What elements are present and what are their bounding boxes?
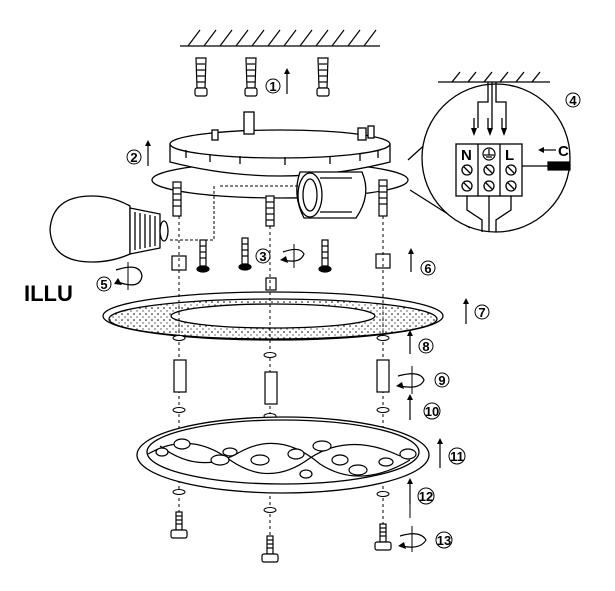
ceiling: [180, 29, 380, 47]
step-13-label: 13: [437, 533, 451, 548]
plate-decoration: [147, 438, 417, 479]
terminal-neutral-label: N: [461, 147, 472, 164]
earth-ground-icon: [482, 147, 496, 161]
step-7: 7: [463, 298, 490, 324]
step-1: 1: [265, 68, 290, 94]
washers: [172, 335, 390, 513]
clamp-letter: C: [558, 143, 569, 160]
ceiling-hatching: [187, 29, 377, 47]
step-12-label: 12: [419, 489, 433, 504]
step-12: 12: [407, 478, 435, 518]
screw: [238, 237, 252, 271]
step-10: 10: [407, 394, 441, 420]
step-7-label: 7: [478, 305, 485, 320]
step-6-label: 6: [424, 261, 431, 276]
finial-screw: [374, 523, 392, 551]
finial-screw: [261, 535, 279, 563]
step-4: 4: [565, 92, 581, 108]
screwdriver: [522, 161, 571, 171]
clamp-callout: C: [538, 143, 569, 160]
terminal-live-label: L: [505, 147, 514, 164]
wall-plug: [316, 57, 330, 97]
step-1-label: 1: [269, 79, 276, 94]
step-3-label: 3: [259, 249, 266, 264]
light-bulb: [49, 195, 169, 263]
brand-label: ILLU: [24, 281, 73, 306]
step-9-label: 9: [438, 373, 445, 388]
wire-arrows: [471, 128, 507, 136]
step-5: 5: [96, 262, 143, 292]
step-4-label: 4: [569, 93, 577, 108]
diffuser-ring: [102, 291, 444, 341]
step-13: 13: [398, 526, 453, 552]
step-11-label: 11: [450, 449, 464, 464]
screw: [196, 239, 210, 273]
wall-plugs: [194, 57, 330, 97]
finial-screws: [170, 511, 392, 563]
spacer-tubes: [173, 359, 390, 405]
wall-plug: [194, 57, 208, 97]
alignment-lines: [178, 216, 384, 548]
step-3: 3: [255, 244, 305, 268]
wire-guides: [170, 185, 300, 241]
step-9: 9: [396, 366, 450, 394]
screw: [318, 239, 332, 273]
step-8: 8: [407, 330, 434, 354]
mounting-base: [151, 111, 409, 199]
step-2-label: 2: [130, 150, 137, 165]
threaded-rods: [172, 179, 388, 227]
step-8-label: 8: [422, 339, 429, 354]
mounting-screws: [196, 237, 332, 273]
step-5-label: 5: [100, 277, 107, 292]
finial-screw: [170, 511, 188, 539]
wall-plug: [244, 57, 258, 97]
lamp-socket: [296, 171, 367, 219]
step-11: 11: [437, 438, 466, 468]
step-10-label: 10: [425, 404, 439, 419]
step-2: 2: [126, 140, 151, 166]
step-6: 6: [408, 248, 436, 276]
glass-plate: [136, 416, 430, 494]
wiring-detail: [407, 71, 571, 233]
